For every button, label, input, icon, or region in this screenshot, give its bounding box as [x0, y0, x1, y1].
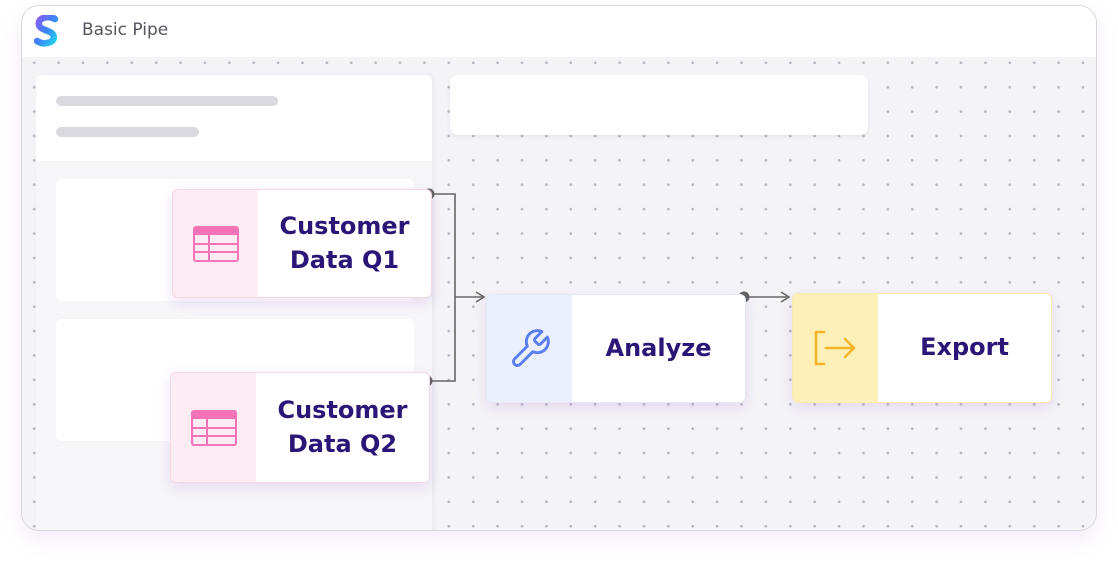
- node-icon-area: [173, 190, 258, 297]
- node-icon-area: [793, 294, 878, 402]
- skeleton-line: [56, 96, 278, 106]
- s-logo-icon[interactable]: [34, 15, 60, 47]
- node-label: Export: [920, 333, 1009, 362]
- node-customer-data-q2[interactable]: Customer Data Q2: [170, 372, 430, 483]
- app-window: Basic Pipe: [21, 5, 1097, 531]
- wrench-icon: [511, 328, 550, 367]
- sidebar-header: [36, 75, 432, 161]
- node-label: Customer Data Q1: [279, 211, 410, 274]
- top-input-placeholder: [450, 75, 868, 135]
- node-label: Customer Data Q2: [277, 395, 408, 458]
- node-icon-area: [487, 295, 572, 402]
- edge-q1-analyze: [429, 193, 483, 298]
- node-icon-area: [171, 373, 256, 482]
- skeleton-line: [56, 127, 199, 137]
- arrowhead: [475, 291, 486, 303]
- table-icon: [190, 409, 237, 446]
- export-icon: [814, 330, 855, 366]
- pipeline-canvas[interactable]: Customer Data Q1 Customer Data Q2 An: [22, 57, 1096, 530]
- node-customer-data-q1[interactable]: Customer Data Q1: [172, 189, 432, 298]
- title-bar: Basic Pipe: [22, 6, 1096, 57]
- node-label: Analyze: [605, 333, 712, 362]
- arrowhead: [780, 291, 791, 303]
- table-icon: [192, 225, 239, 262]
- node-export[interactable]: Export: [792, 293, 1052, 403]
- node-analyze[interactable]: Analyze: [486, 294, 746, 403]
- app-title: Basic Pipe: [82, 20, 169, 40]
